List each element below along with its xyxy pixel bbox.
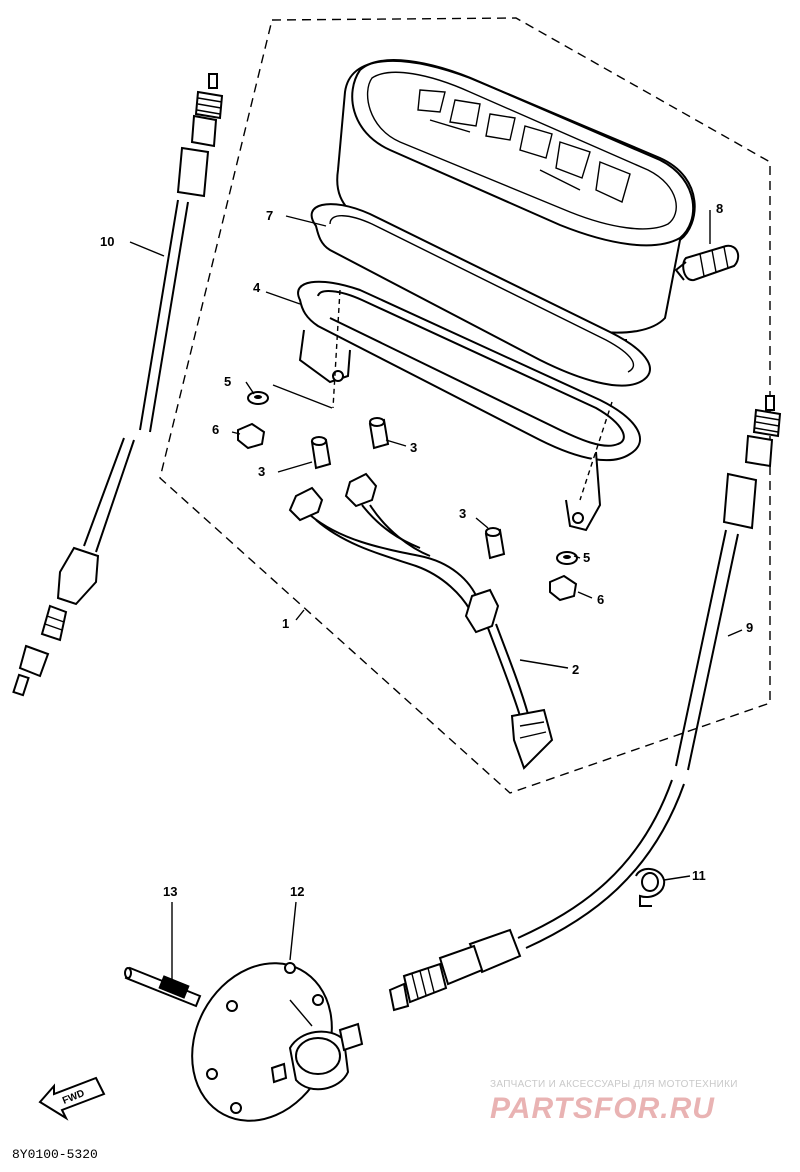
speedometer-cable-right	[388, 395, 782, 1012]
watermark-caption: ЗАПЧАСТИ И АКСЕССУАРЫ ДЛЯ МОТОТЕХНИКИ	[490, 1079, 738, 1090]
assembly-boundary	[159, 17, 771, 794]
callout-13: 13	[163, 884, 177, 899]
speedometer-cable-left	[12, 73, 224, 697]
callout-6: 6	[597, 592, 604, 607]
callout-10: 10	[100, 234, 114, 249]
diagram-code: 8Y0100-5320	[12, 1147, 98, 1162]
drive-gear-flange	[191, 962, 364, 1122]
callout-3: 3	[258, 464, 265, 479]
callout-3: 3	[459, 506, 466, 521]
callout-5: 5	[583, 550, 590, 565]
callout-4: 4	[253, 280, 261, 295]
callout-8: 8	[716, 201, 723, 216]
callout-2: 2	[572, 662, 579, 677]
callout-5: 5	[224, 374, 231, 389]
callout-9: 9	[746, 620, 753, 635]
callout-6: 6	[212, 422, 219, 437]
wire-harness	[288, 472, 554, 770]
callout-1: 1	[282, 616, 289, 631]
leader-lines	[129, 210, 743, 985]
washer-nut	[237, 391, 578, 602]
callout-3: 3	[410, 440, 417, 455]
forward-direction-arrow: FWD	[38, 1076, 106, 1121]
dial-markings	[417, 89, 631, 203]
trip-reset-knob	[674, 244, 740, 282]
dowel-pin	[124, 966, 202, 1008]
cable-clamp	[635, 868, 666, 907]
gasket	[310, 203, 651, 387]
callout-11: 11	[692, 868, 706, 883]
callout-7: 7	[266, 208, 273, 223]
callout-12: 12	[290, 884, 304, 899]
watermark-brand: PARTSFOR.RU	[490, 1092, 715, 1125]
bulb	[310, 417, 506, 560]
